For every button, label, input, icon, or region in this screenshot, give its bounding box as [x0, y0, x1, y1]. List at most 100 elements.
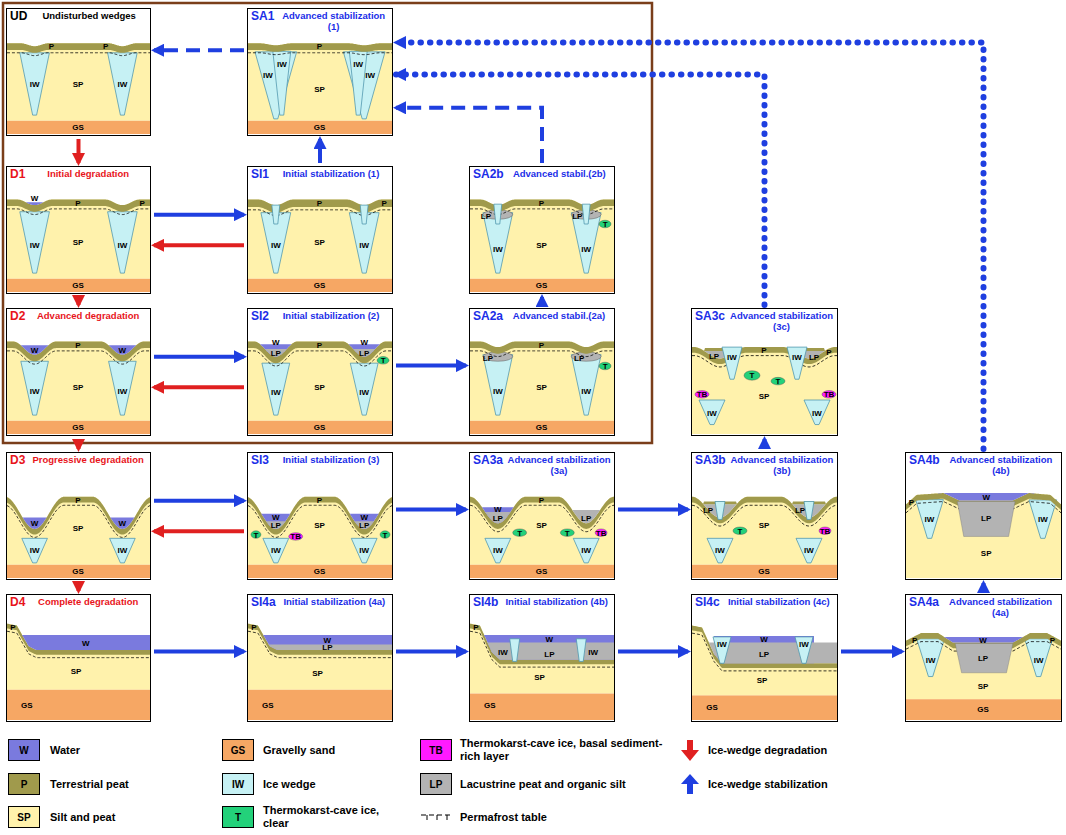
- layer-label: GS: [536, 423, 548, 432]
- panel-header: SI4aInitial stabilization (4a): [251, 596, 389, 608]
- transition-arrow: [396, 364, 466, 368]
- layer-label: P: [317, 199, 322, 208]
- layer-label: GS: [314, 567, 326, 576]
- transition-arrow: [154, 529, 244, 533]
- legend-item: Ice-wedge degradation: [674, 739, 908, 761]
- layer-label: W: [31, 519, 39, 528]
- transition-arrow: [540, 297, 544, 305]
- layer-label: P: [317, 42, 322, 51]
- layer-label: P: [761, 345, 766, 354]
- layer-label: LP: [493, 513, 503, 522]
- layer-label: IW: [118, 545, 128, 554]
- transition-arrow: [154, 650, 244, 654]
- transition-arrow: [396, 650, 466, 654]
- panel-header: SA2aAdvanced stabil.(2a): [473, 310, 611, 322]
- stage-panel: SA4aAdvanced stabilization (4a)PPWIWLPIW…: [905, 594, 1062, 722]
- stage-panel: SA2aAdvanced stabil.(2a)LPPLPTIWSPIWGS: [469, 308, 615, 436]
- transition-arrow: [841, 650, 902, 654]
- layer-label: IW: [118, 386, 128, 395]
- panel-header: SI2Initial stabilization (2): [251, 310, 389, 322]
- stage-panel: D3Progressive degradationPWSPWIWIWGS: [6, 452, 151, 580]
- layer-label: LP: [572, 211, 582, 220]
- layer-label: P: [909, 497, 914, 506]
- stage-title: Advanced stabil.(2b): [508, 168, 611, 179]
- layer-label: W: [360, 338, 368, 347]
- panel-header: SA3c Advanced stabilization (3c): [695, 310, 834, 332]
- layer-label: P: [317, 341, 322, 350]
- legend-item: IW Ice wedge: [222, 773, 413, 795]
- panel-header: D1Initial degradation: [10, 168, 147, 180]
- layer-label: IW: [717, 640, 727, 649]
- transition-arrow: [396, 508, 466, 512]
- layer-label: W: [272, 512, 280, 521]
- layer-label: IW: [359, 240, 369, 249]
- swatch-code: W: [19, 745, 28, 756]
- swatch-code: LP: [430, 779, 443, 790]
- legend-swatch: W: [8, 739, 40, 761]
- transition-arrow: [154, 48, 244, 52]
- stage-panel: D4Complete degradationPWGSSP: [6, 594, 151, 722]
- stage-panel: SI3Initial stabilization (3)WLPTBWLPTPTS…: [247, 452, 393, 580]
- legend-swatch: GS: [222, 739, 254, 761]
- legend-text: Ice wedge: [263, 778, 413, 791]
- layer-label: IW: [271, 240, 281, 249]
- layer-label: IW: [581, 386, 591, 395]
- stage-title: Advanced stabilization (3c): [729, 310, 834, 332]
- layer-label: IW: [799, 640, 809, 649]
- layer-label: TB: [596, 528, 607, 537]
- layer-label: SP: [314, 382, 325, 391]
- layer-label: LP: [703, 506, 713, 515]
- layer-label: TB: [697, 390, 708, 399]
- layer-label: SP: [73, 79, 84, 88]
- layer-label: IW: [493, 386, 503, 395]
- layer-label: SP: [71, 666, 82, 675]
- layer-label: LP: [809, 352, 819, 361]
- layer-label: T: [381, 356, 386, 365]
- layer-label: W: [31, 345, 39, 354]
- layer-label: SP: [314, 84, 325, 93]
- stage-title: Progressive degradation: [29, 454, 147, 465]
- stage-panel: D2Advanced degradationWPWIWSPIWGS: [6, 308, 151, 436]
- layer-label: GS: [314, 123, 326, 132]
- transition-arrow: [77, 583, 81, 591]
- legend-swatch: TB: [420, 739, 452, 761]
- layer-label: GS: [706, 702, 718, 711]
- layer-label: SP: [314, 237, 325, 246]
- legend-text: Permafrost table: [460, 811, 665, 824]
- layer-label: IW: [715, 545, 725, 554]
- stage-code: SA4b: [909, 454, 940, 466]
- legend-item: WWater: [8, 739, 210, 761]
- layer-label: IW: [1038, 515, 1048, 524]
- layer-label: IW: [1034, 655, 1044, 664]
- layer-label: IW: [30, 386, 40, 395]
- layer-label: W: [31, 193, 39, 202]
- layer-label: LP: [544, 649, 554, 658]
- layer-label: IW: [30, 79, 40, 88]
- layer-label: P: [826, 347, 831, 356]
- legend-sample: [674, 739, 706, 761]
- legend-item: LPLacustrine peat and organic silt: [420, 773, 665, 795]
- swatch-code: SP: [17, 812, 30, 823]
- layer-label: SP: [536, 521, 547, 530]
- legend-swatch: LP: [420, 773, 452, 795]
- layer-label: SP: [536, 240, 547, 249]
- swatch-code: IW: [232, 779, 244, 790]
- legend-text: Thermokarst-cave ice, clear: [263, 804, 403, 830]
- layer-label: LP: [359, 521, 369, 530]
- layer-label: GS: [21, 700, 33, 709]
- stage-title: Advanced stabilization (4b): [944, 454, 1058, 476]
- layer-label: P: [103, 42, 108, 51]
- layer-label: IW: [804, 545, 814, 554]
- panel-header: SA2bAdvanced stabil.(2b): [473, 168, 611, 180]
- layer-label: LP: [271, 521, 281, 530]
- panel-header: SA4b Advanced stabilization (4b): [909, 454, 1058, 476]
- layer-label: LP: [759, 649, 769, 658]
- layer-label: P: [251, 623, 256, 632]
- layer-label: W: [360, 512, 368, 521]
- stage-title: Initial stabilization (4c): [724, 596, 834, 607]
- transition-arrow: [396, 43, 984, 449]
- stage-code: SI2: [251, 310, 269, 322]
- panel-header: SA3bAdvanced stabilization (3b): [695, 454, 834, 476]
- stage-code: SA3c: [695, 310, 725, 322]
- layer-label: P: [539, 199, 544, 208]
